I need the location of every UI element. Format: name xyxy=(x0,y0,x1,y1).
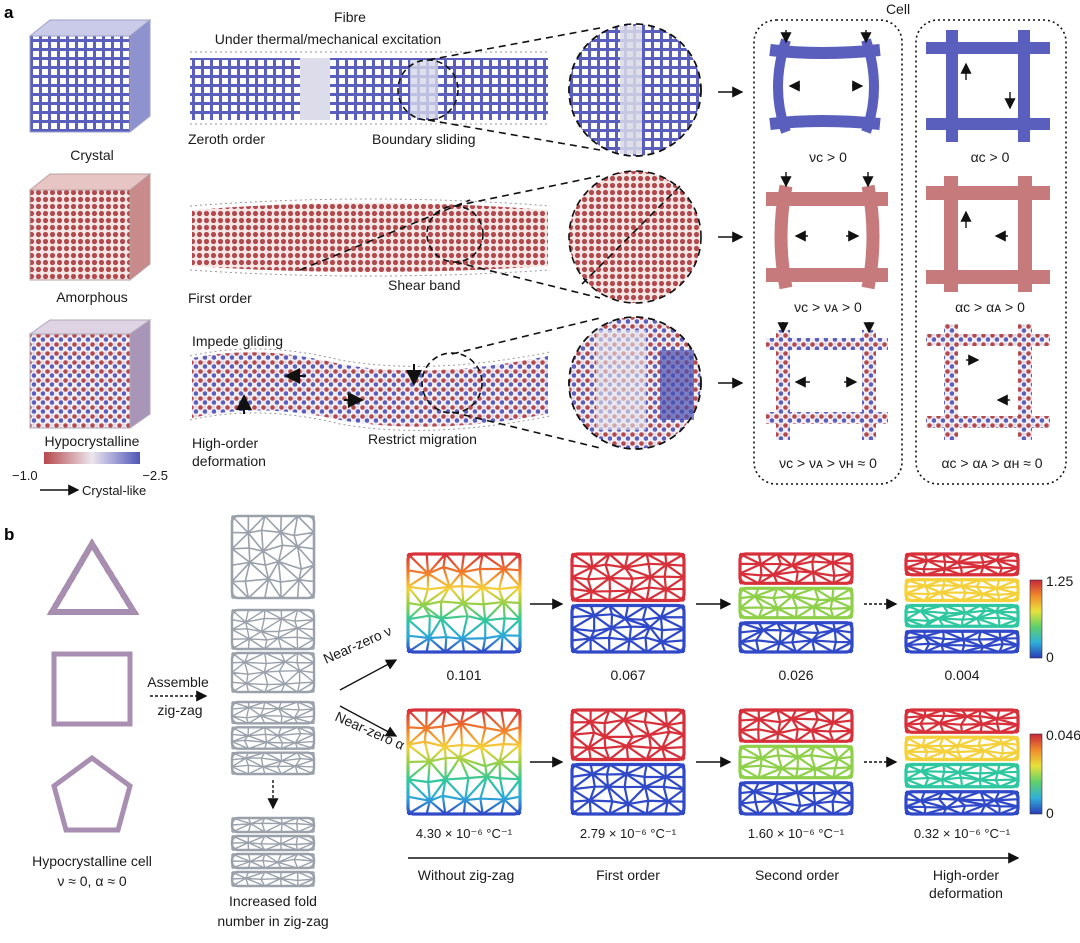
cell-hypocrystalline-alpha xyxy=(926,324,1050,440)
colorbar-arrow-label: Crystal-like xyxy=(82,483,146,498)
mechanism-label-boundary-sliding: Boundary sliding xyxy=(372,131,476,147)
cell-box-alpha xyxy=(915,19,1067,485)
alpha-colorbar-min: 0 xyxy=(1046,805,1054,821)
fold-caption-line1: Increased fold xyxy=(229,893,317,909)
zoom-line xyxy=(451,317,601,355)
zoom-line xyxy=(454,175,601,207)
branch-label-alpha: Near-zero α xyxy=(333,708,407,753)
panel-a-label: a xyxy=(4,3,14,22)
zoom-line xyxy=(451,411,601,449)
alpha-value-label: 1.60 × 10⁻⁶ °C⁻¹ xyxy=(748,826,845,841)
branch-label-nu: Near-zero ν xyxy=(321,622,394,666)
colorbar-min-label: −1.0 xyxy=(12,468,38,483)
colorbar-max-label: −2.5 xyxy=(142,468,168,483)
nu-value-label: 0.026 xyxy=(778,667,813,683)
crystal-likeness-colorbar xyxy=(44,452,140,464)
cell-caption-line1: Hypocrystalline cell xyxy=(32,853,152,869)
cell-hypocrystalline-nu xyxy=(766,322,888,440)
zigzag-gray-meshes xyxy=(230,514,316,888)
crystal-cube xyxy=(28,18,152,134)
zoom-line xyxy=(427,119,601,151)
stage-arrows xyxy=(530,598,898,768)
nu-colorbar xyxy=(1029,579,1043,659)
cell-nu-label-crystal: νᴄ > 0 xyxy=(809,149,847,165)
fibre-hypocrystalline xyxy=(189,348,551,431)
mechanism-label-shear-band: Shear band xyxy=(388,277,460,293)
material-label-crystal: Crystal xyxy=(70,147,114,163)
rainbow-meshes xyxy=(406,552,1020,816)
alpha-value-label: 2.79 × 10⁻⁶ °C⁻¹ xyxy=(580,826,677,841)
alpha-colorbar-max: 0.046 xyxy=(1046,727,1080,743)
value-labels: 0.101 4.30 × 10⁻⁶ °C⁻¹ 0.067 2.79 × 10⁻⁶ °C… xyxy=(416,667,1011,841)
extra-label-impede-gliding: Impede gliding xyxy=(192,333,283,349)
hypocrystalline-pentagon-cell xyxy=(51,754,133,833)
hypocrystalline-square-cell xyxy=(51,651,133,727)
zoom-crystal xyxy=(568,23,702,157)
fibre-amorphous xyxy=(189,198,551,277)
cell-title: Cell xyxy=(886,1,910,17)
fold-caption-line2: number in zig-zag xyxy=(217,913,328,929)
alpha-value-label: 0.32 × 10⁻⁶ °C⁻¹ xyxy=(914,826,1011,841)
stage-label-first-order: First order xyxy=(596,867,660,883)
alpha-colorbar xyxy=(1029,733,1043,815)
order-label-high-order-line1: High-order xyxy=(192,435,258,451)
zoom-line xyxy=(427,27,601,61)
panel-b-label: b xyxy=(4,525,14,544)
assemble-label-line2: zig-zag xyxy=(157,702,202,718)
cell-amorphous-nu xyxy=(766,172,888,290)
nu-value-label: 0.004 xyxy=(944,667,979,683)
order-label-high-order-line2: deformation xyxy=(192,453,266,469)
amorphous-cube xyxy=(28,172,152,282)
stage-label-high-order-line1: High-order xyxy=(933,867,999,883)
cell-nu-label-hypocrystalline: νᴄ > νᴀ > νʜ ≈ 0 xyxy=(779,455,877,471)
cell-nu-label-amorphous: νᴄ > νᴀ > 0 xyxy=(794,299,862,315)
cell-amorphous-alpha xyxy=(926,176,1050,292)
cell-caption-line2: ν ≈ 0, α ≈ 0 xyxy=(57,873,127,889)
cell-alpha-label-crystal: αᴄ > 0 xyxy=(971,149,1010,165)
nu-colorbar-max: 1.25 xyxy=(1046,573,1073,589)
branch-arrow-nu xyxy=(339,659,398,691)
nu-value-label: 0.101 xyxy=(446,667,481,683)
stage-label-high-order-line2: deformation xyxy=(929,885,1003,901)
material-label-amorphous: Amorphous xyxy=(56,289,128,305)
stage-label-without-zigzag: Without zig-zag xyxy=(418,867,514,883)
cell-box-nu xyxy=(753,19,903,485)
zoom-line xyxy=(454,261,601,299)
hypocrystalline-cube xyxy=(28,319,152,429)
alpha-value-label: 4.30 × 10⁻⁶ °C⁻¹ xyxy=(416,826,513,841)
fibre-crystal xyxy=(190,51,548,125)
nu-colorbar-min: 0 xyxy=(1046,649,1054,665)
cell-alpha-label-hypocrystalline: αᴄ > αᴀ > αʜ ≈ 0 xyxy=(941,455,1042,471)
cell-crystal-nu xyxy=(769,30,881,134)
mechanism-label-restrict-migration: Restrict migration xyxy=(368,431,477,447)
order-label-first: First order xyxy=(188,290,252,306)
fibre-title: Fibre xyxy=(334,9,366,25)
order-label-zeroth: Zeroth order xyxy=(188,131,265,147)
cell-crystal-alpha xyxy=(926,30,1050,142)
material-label-hypocrystalline: Hypocrystalline xyxy=(45,433,140,449)
fibre-subtitle: Under thermal/mechanical excitation xyxy=(215,31,441,47)
hypocrystalline-triangle-cell xyxy=(46,538,140,615)
cell-alpha-label-amorphous: αᴄ > αᴀ > 0 xyxy=(955,299,1025,315)
nu-value-label: 0.067 xyxy=(610,667,645,683)
stage-label-second-order: Second order xyxy=(755,867,839,883)
branch-arrow-alpha xyxy=(339,705,398,737)
zoom-hypocrystalline xyxy=(568,316,702,450)
assemble-label-line1: Assemble xyxy=(147,674,209,690)
zoom-amorphous xyxy=(568,170,702,304)
